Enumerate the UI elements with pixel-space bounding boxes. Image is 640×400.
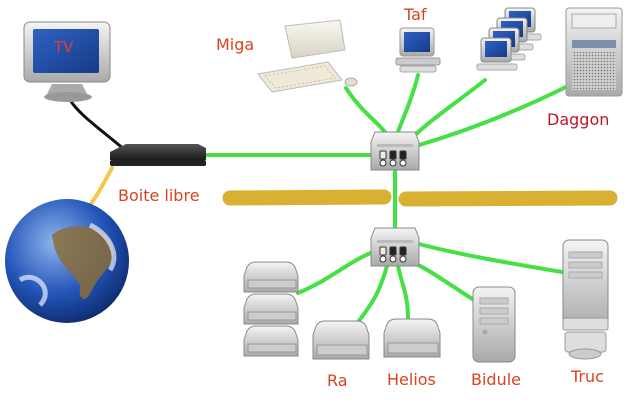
disk-stack-icon[interactable]: [243, 261, 299, 357]
computer-cluster-icon[interactable]: [476, 7, 542, 71]
label-helios: Helios: [387, 370, 436, 389]
label-ra: Ra: [327, 371, 348, 390]
label-tv: TV: [54, 38, 74, 56]
label-truc: Truc: [571, 367, 604, 386]
edge-daggon-switch1: [414, 83, 572, 148]
hard-drive-icon[interactable]: [383, 318, 441, 358]
edge-helios-switch2: [396, 264, 410, 320]
desktop-computer-icon[interactable]: [257, 19, 358, 93]
edge-ra-switch2: [356, 264, 389, 324]
label-miga: Miga: [216, 35, 255, 54]
server-tower-cd-icon[interactable]: [562, 239, 609, 360]
server-tower-icon[interactable]: [472, 286, 516, 363]
network-switch-icon[interactable]: [370, 227, 420, 267]
label-bidule: Bidule: [471, 370, 522, 389]
edge-miga-switch1: [344, 86, 387, 134]
hard-drive-icon[interactable]: [312, 320, 370, 360]
edge-truc-switch2: [413, 241, 564, 274]
monitor-icon[interactable]: [23, 21, 111, 102]
label-daggon: Daggon: [547, 110, 610, 129]
edge-tv-box: [68, 98, 127, 152]
router-box-icon[interactable]: [110, 144, 206, 166]
edge-cluster-switch1: [410, 78, 487, 140]
network-switch-icon[interactable]: [370, 131, 420, 171]
edge-taf-switch1: [396, 73, 420, 134]
tower-server-icon[interactable]: [565, 7, 623, 97]
label-boite-libre: Boite libre: [118, 186, 200, 205]
earth-globe-icon[interactable]: [5, 199, 129, 323]
edge-bidule-switch2: [410, 260, 476, 302]
workstation-icon[interactable]: [395, 27, 441, 73]
label-taf: Taf: [404, 5, 427, 24]
edge-storage-switch2: [296, 248, 380, 295]
barrier: [222, 189, 618, 207]
